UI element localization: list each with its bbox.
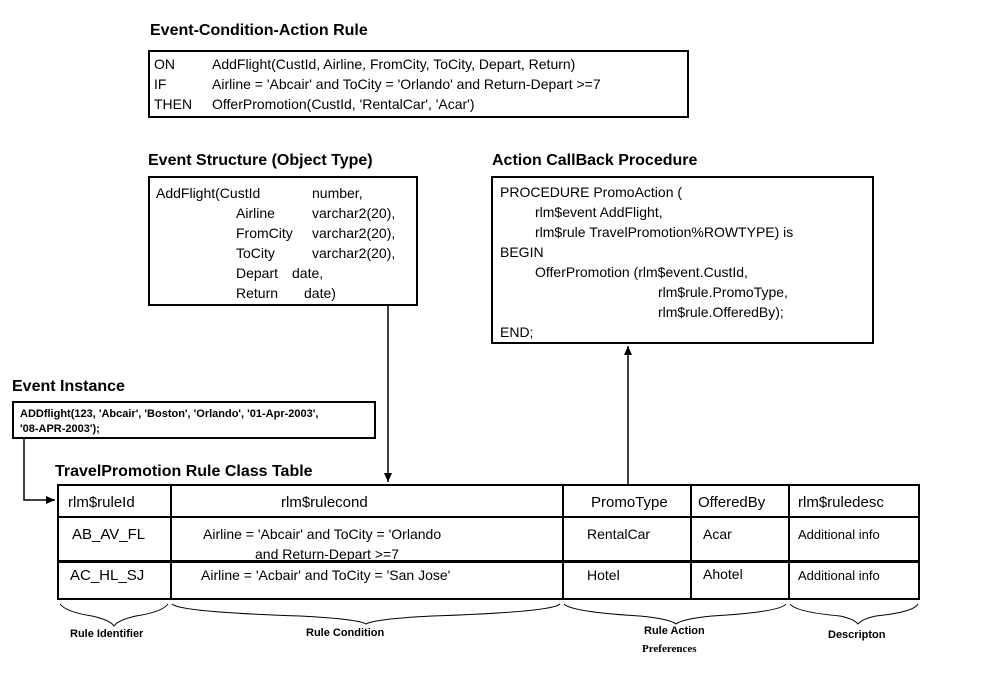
callback-line: rlm$rule.OfferedBy);	[658, 304, 784, 320]
row-divider	[59, 560, 920, 562]
callback-line: PROCEDURE PromoAction (	[500, 184, 683, 200]
rule-class-table-title: TravelPromotion Rule Class Table	[55, 463, 313, 480]
callback-line: rlm$rule TravelPromotion%ROWTYPE) is	[535, 224, 794, 240]
header-ruleid: rlm$ruleId	[68, 494, 135, 511]
callback-title: Action CallBack Procedure	[492, 152, 698, 169]
caption-rule-action: Rule Action	[644, 625, 705, 637]
field-type: varchar2(20),	[312, 205, 396, 221]
cell-ruledesc: Additional info	[798, 527, 880, 542]
cell-ruleid: AC_HL_SJ	[70, 567, 145, 584]
callback-line: OfferPromotion (rlm$event.CustId,	[535, 264, 748, 280]
cell-promotype: RentalCar	[587, 526, 651, 542]
field-type: varchar2(20),	[312, 225, 396, 241]
caption-preferences: Preferences	[642, 643, 697, 655]
eca-then-keyword: THEN	[154, 96, 193, 112]
event-instance-line: '08-APR-2003');	[20, 423, 100, 435]
cell-offeredby: Acar	[703, 526, 732, 542]
header-offeredby: OfferedBy	[698, 494, 766, 511]
event-structure-header: AddFlight(CustId	[156, 185, 261, 201]
callback-line: rlm$event AddFlight,	[535, 204, 663, 220]
caption-description: Descripton	[828, 629, 886, 641]
column-divider	[562, 486, 564, 600]
field-type: date)	[304, 285, 336, 301]
field-name: Airline	[236, 205, 275, 221]
field-name: Depart	[236, 265, 279, 281]
header-ruledesc: rlm$ruledesc	[798, 494, 884, 511]
eca-rule-title: Event-Condition-Action Rule	[150, 22, 368, 39]
event-structure-header-type: number,	[312, 185, 363, 201]
field-name: Return	[236, 285, 279, 301]
row-divider	[59, 562, 920, 563]
eca-if-text: Airline = 'Abcair' and ToCity = 'Orlando…	[212, 76, 601, 92]
rule-class-table: rlm$ruleId rlm$rulecond PromoType Offere…	[57, 484, 920, 600]
brace-rule-action	[563, 603, 787, 625]
cell-ruleid: AB_AV_FL	[72, 526, 146, 543]
cell-rulecond: Airline = 'Abcair' and ToCity = 'Orlando	[203, 526, 442, 542]
callback-line: BEGIN	[500, 244, 544, 260]
callback-line: rlm$rule.PromoType,	[658, 284, 788, 300]
header-promotype: PromoType	[591, 494, 668, 511]
caption-rule-identifier: Rule Identifier	[70, 628, 144, 640]
field-name: ToCity	[236, 245, 275, 261]
event-instance-line: ADDflight(123, 'Abcair', 'Boston', 'Orla…	[20, 408, 319, 420]
cell-offeredby: Ahotel	[703, 566, 743, 582]
field-name: FromCity	[236, 225, 293, 241]
event-instance-title: Event Instance	[12, 378, 125, 395]
cell-ruledesc: Additional info	[798, 568, 880, 583]
callback-box: PROCEDURE PromoAction ( rlm$event AddFli…	[491, 176, 874, 344]
brace-rule-condition	[171, 603, 561, 625]
cell-promotype: Hotel	[587, 567, 620, 583]
column-divider	[170, 486, 172, 600]
cell-rulecond: Airline = 'Acbair' and ToCity = 'San Jos…	[201, 567, 451, 583]
eca-then-text: OfferPromotion(CustId, 'RentalCar', 'Aca…	[212, 96, 475, 112]
brace-description	[789, 603, 919, 625]
caption-rule-condition: Rule Condition	[306, 627, 385, 639]
row-divider	[59, 516, 920, 518]
event-instance-box: ADDflight(123, 'Abcair', 'Boston', 'Orla…	[12, 401, 376, 439]
eca-on-keyword: ON	[154, 56, 175, 72]
cell-rulecond-cont: and Return-Depart >=7	[255, 546, 399, 562]
eca-on-text: AddFlight(CustId, Airline, FromCity, ToC…	[212, 56, 576, 72]
column-divider	[690, 486, 692, 600]
eca-if-keyword: IF	[154, 76, 167, 92]
brace-rule-identifier	[59, 603, 169, 627]
column-divider	[788, 486, 790, 600]
callback-line: END;	[500, 324, 534, 340]
field-type: varchar2(20),	[312, 245, 396, 261]
event-structure-box: AddFlight(CustId number, Airline varchar…	[148, 176, 418, 306]
event-structure-title: Event Structure (Object Type)	[148, 152, 373, 169]
eca-rule-box: ON AddFlight(CustId, Airline, FromCity, …	[148, 50, 689, 118]
header-rulecond: rlm$rulecond	[281, 494, 368, 511]
field-type: date,	[292, 265, 324, 281]
arrow-instance-to-table	[23, 439, 55, 504]
